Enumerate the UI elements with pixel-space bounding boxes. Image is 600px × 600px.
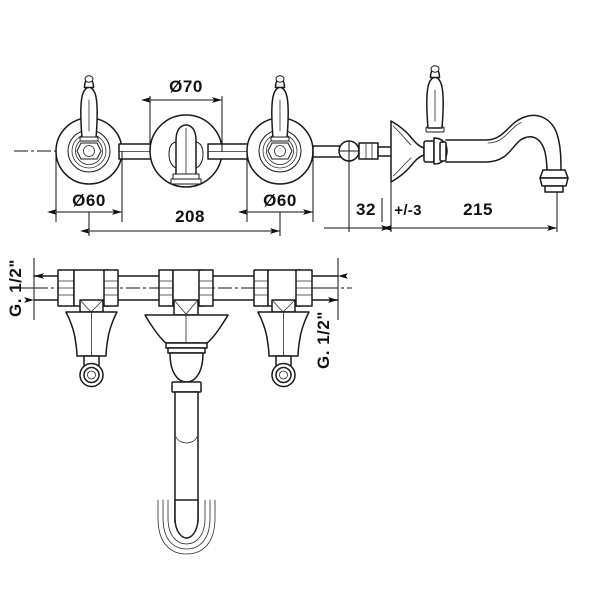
dimension-dia-60-right: Ø60 bbox=[238, 151, 314, 222]
central-tube-end bbox=[174, 499, 199, 539]
right-valve-outlet-bore bbox=[279, 370, 288, 380]
central-tube-notch bbox=[175, 436, 198, 444]
left-thread-segment bbox=[57, 269, 75, 307]
spout-outlet-top bbox=[539, 169, 569, 179]
flange-shade-1 bbox=[392, 125, 412, 146]
left-handle-button bbox=[84, 75, 94, 83]
left-handle-assembly bbox=[55, 75, 123, 185]
spout-upper-profile bbox=[445, 114, 562, 173]
diverter-ring-1 bbox=[172, 173, 200, 180]
right-stem-hex-nut bbox=[267, 142, 293, 160]
right-stem-center bbox=[274, 145, 286, 157]
thread-callout-right: G. 1/2" bbox=[314, 258, 352, 369]
central-tee-branch bbox=[173, 299, 199, 316]
left-valve-outlet-ring-2 bbox=[83, 366, 100, 384]
thread-right-label: G. 1/2" bbox=[314, 311, 333, 369]
ct-fillet-b bbox=[185, 299, 199, 315]
left-stem-hex-nut bbox=[76, 142, 102, 160]
right-handle-button bbox=[275, 75, 285, 83]
right-inlet-connector bbox=[312, 140, 393, 162]
dia60-right-label: Ø60 bbox=[263, 191, 297, 210]
inlet-stub bbox=[312, 145, 342, 158]
proj-32-label: 32 bbox=[356, 200, 376, 219]
right-tee-fillet-b bbox=[282, 299, 296, 313]
dimension-span-208: 208 bbox=[80, 207, 281, 236]
ct-fillet-a bbox=[173, 299, 187, 315]
diverter-right-wing bbox=[195, 141, 204, 169]
spout-highlight bbox=[487, 122, 522, 144]
central-dome bbox=[144, 314, 229, 344]
left-valve-tee bbox=[73, 269, 119, 313]
central-end-ring-1 bbox=[167, 499, 206, 545]
spout-outlet-body bbox=[539, 177, 569, 187]
central-tee bbox=[158, 269, 214, 316]
right-valve-outlet-ring-2 bbox=[275, 366, 292, 384]
dimension-dia-60-left: Ø60 bbox=[47, 151, 123, 222]
spout-aerator bbox=[544, 185, 564, 193]
dimension-dia-70: Ø70 bbox=[141, 77, 223, 152]
thread-callout-left: G. 1/2" bbox=[6, 258, 48, 320]
diverter-ring-2 bbox=[170, 178, 202, 185]
right-handle-collar bbox=[270, 136, 290, 142]
swan-neck-spout bbox=[445, 114, 569, 193]
thread-left-label: G. 1/2" bbox=[6, 259, 25, 317]
inlet-manifold bbox=[33, 269, 339, 316]
central-end-ring-3 bbox=[157, 499, 216, 555]
left-handle-collar bbox=[79, 136, 99, 142]
right-handle-assembly bbox=[246, 75, 314, 185]
span-208-label: 208 bbox=[175, 207, 205, 226]
right-valve-tee bbox=[253, 269, 313, 313]
wall-flange bbox=[390, 120, 425, 183]
central-diverter-assembly bbox=[149, 114, 223, 188]
spout-lever-assembly bbox=[425, 65, 445, 133]
front-elevation-view: Ø70 Ø60 Ø60 208 bbox=[14, 65, 569, 236]
spout-base bbox=[423, 137, 448, 165]
left-stem-center bbox=[83, 145, 95, 157]
diverter-left-wing bbox=[168, 141, 177, 169]
right-valve-body bbox=[257, 311, 310, 388]
flange-shade-2 bbox=[392, 157, 412, 177]
tolerance-label: +/-3 bbox=[394, 202, 421, 219]
bottom-plan-view: G. 1/2" G. 1/2" bbox=[6, 258, 352, 555]
left-tee-fillet-b bbox=[90, 299, 104, 313]
dia60-left-label: Ø60 bbox=[72, 191, 106, 210]
spout-base-ring bbox=[439, 141, 447, 162]
spout-lower-profile bbox=[445, 136, 548, 173]
reach-215-label: 215 bbox=[463, 200, 493, 219]
left-tee-fillet-a bbox=[79, 299, 92, 313]
central-bulb-collar bbox=[171, 381, 202, 393]
right-tee-fillet-a bbox=[271, 299, 284, 313]
central-end-ring-2 bbox=[162, 499, 211, 550]
spout-handle-button bbox=[430, 65, 440, 73]
dimension-projection-and-reach: 32 +/-3 215 bbox=[324, 161, 558, 232]
central-stem-assembly bbox=[144, 314, 229, 555]
inlet-shank bbox=[377, 146, 393, 157]
right-tee-branch bbox=[271, 299, 296, 313]
left-tee-branch bbox=[79, 299, 104, 313]
left-valve-outlet-bore bbox=[87, 370, 96, 380]
dia70-label: Ø70 bbox=[169, 77, 203, 96]
inlet-connector-nut bbox=[358, 142, 379, 160]
central-bulb bbox=[169, 352, 204, 383]
left-valve-body bbox=[65, 311, 118, 388]
right-connecting-tube bbox=[207, 143, 253, 160]
spout-swivel-collar bbox=[423, 140, 435, 163]
